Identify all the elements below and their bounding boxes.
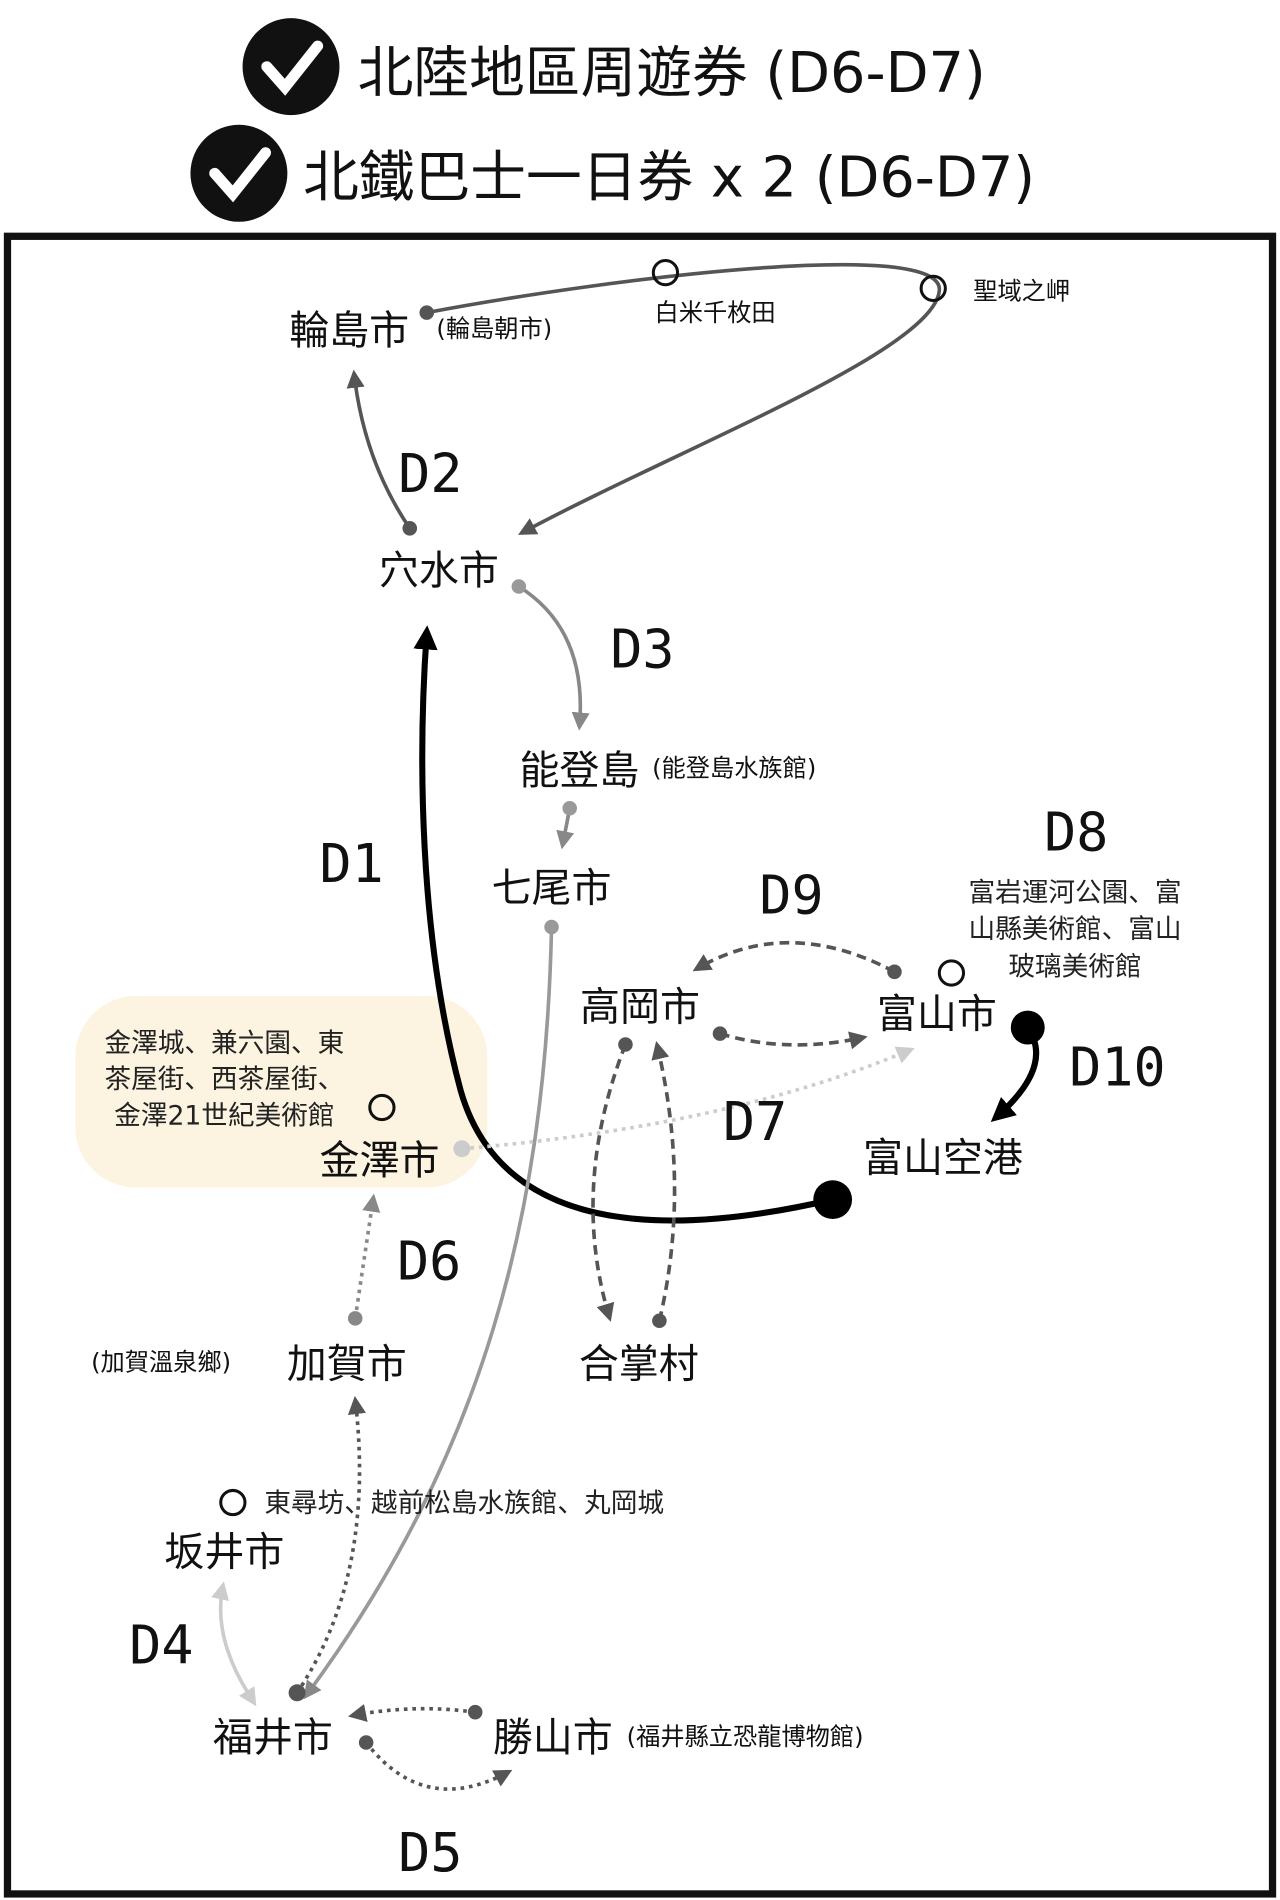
day-label-d2: D2 xyxy=(398,443,462,505)
day-label-d5: D5 xyxy=(398,1822,462,1884)
note-sakai: 東尋坊、越前松島水族館、丸岡城 xyxy=(264,1488,664,1519)
day-label-d9: D9 xyxy=(759,865,823,927)
checkmark-icon xyxy=(242,18,340,116)
note-toyama-3: 玻璃美術館 xyxy=(1008,951,1141,982)
day-label-d3: D3 xyxy=(610,619,674,681)
note-toyama-2: 山縣美術館、富山 xyxy=(968,914,1181,945)
city-wajima: 輪島市 xyxy=(289,308,409,354)
route-takaoka-gassho xyxy=(591,1043,628,1322)
note-notojima: (能登島水族館) xyxy=(652,755,816,783)
note-kanazawa-1: 金澤城、兼六園、東 xyxy=(104,1028,344,1059)
city-gassho: 合掌村 xyxy=(579,1342,699,1388)
ticket-1: 北陸地區周遊券 (D6-D7) xyxy=(242,18,986,116)
city-toyama: 富山市 xyxy=(877,992,997,1038)
route-d5-katsuyama-fukui xyxy=(348,1704,476,1722)
city-notojima: 能登島 xyxy=(519,748,639,794)
day-label-d1: D1 xyxy=(320,833,384,895)
checkmark-icon xyxy=(190,124,288,222)
note-katsuyama: (福井縣立恐龍博物館) xyxy=(627,1723,864,1751)
city-katsuyama: 勝山市 xyxy=(493,1715,613,1761)
city-kanazawa: 金澤市 xyxy=(320,1138,440,1184)
city-kaga: 加賀市 xyxy=(287,1342,407,1388)
route-d9-takaoka-toyama xyxy=(719,1031,868,1050)
route-gassho-takaoka xyxy=(651,1040,677,1322)
route-d3 xyxy=(517,584,590,731)
city-anamizu: 穴水市 xyxy=(379,548,499,594)
note-toyama-1: 富岩運河公園、富 xyxy=(968,878,1181,909)
spot-circle-icons xyxy=(219,259,966,1517)
day-label-d8: D8 xyxy=(1044,802,1108,864)
route-dots xyxy=(288,305,1045,1750)
day-label-d7: D7 xyxy=(723,1091,787,1153)
route-d6 xyxy=(353,1193,381,1319)
note-kanazawa-2: 茶屋街、西茶屋街、 xyxy=(104,1064,344,1095)
route-d5-fukui-katsuyama xyxy=(364,1741,513,1791)
city-fukui: 福井市 xyxy=(213,1715,333,1761)
route-d2-wajima xyxy=(346,369,412,530)
city-takaoka: 高岡市 xyxy=(580,984,700,1030)
day-label-d10: D10 xyxy=(1069,1037,1165,1099)
ticket-1-label: 北陸地區周遊券 (D6-D7) xyxy=(358,41,986,106)
kanazawa-highlight xyxy=(75,996,488,1188)
route-nanao-fukui xyxy=(303,926,554,1700)
route-d9-toyama-takaoka xyxy=(692,940,896,974)
route-fukui-kaga xyxy=(295,1395,366,1694)
ticket-2: 北鐵巴士一日券 x 2 (D6-D7) xyxy=(190,124,1035,222)
ticket-2-label: 北鐵巴士一日券 x 2 (D6-D7) xyxy=(303,145,1035,210)
route-d2-loop xyxy=(426,262,942,535)
route-d7 xyxy=(461,1046,915,1151)
city-toyama-airport: 富山空港 xyxy=(863,1136,1023,1182)
route-d4 xyxy=(211,1581,257,1707)
day-label-d4: D4 xyxy=(129,1615,193,1677)
note-kanazawa-3: 金澤21世紀美術館 xyxy=(114,1100,334,1131)
city-sakai: 坂井市 xyxy=(164,1530,284,1576)
spot-seiiki: 聖域之岬 xyxy=(973,277,1070,305)
city-nanao: 七尾市 xyxy=(492,866,612,912)
note-wajima: (輪島朝市) xyxy=(436,315,552,343)
spot-shiroyone: 白米千枚田 xyxy=(655,299,776,327)
note-kaga: (加賀溫泉鄉) xyxy=(91,1348,231,1376)
day-label-d6: D6 xyxy=(397,1231,461,1293)
map-frame xyxy=(3,232,1277,1898)
route-d1 xyxy=(413,625,834,1224)
